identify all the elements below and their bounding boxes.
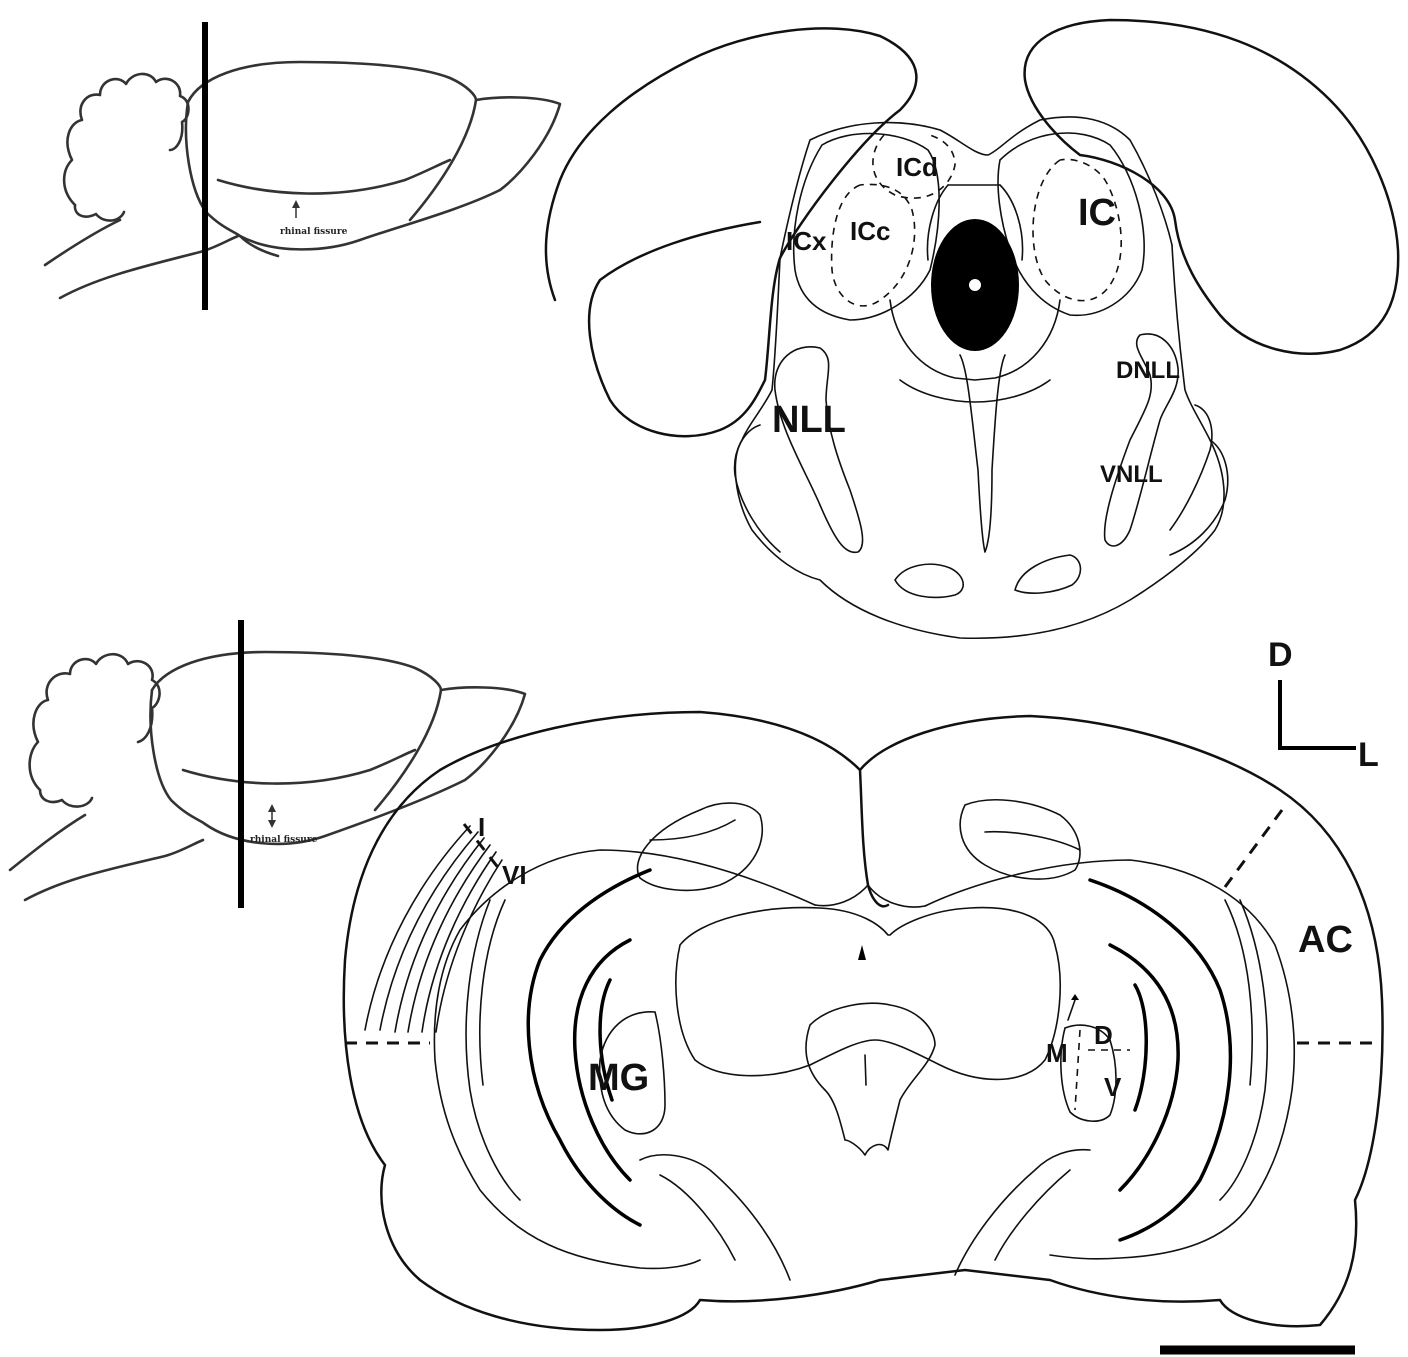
label-mg: MG <box>588 1057 649 1099</box>
orientation-dorsal-label: D <box>1268 636 1293 674</box>
sagittal-sketch-top: rhinal fissure <box>45 22 560 310</box>
coronal-section-auditory-cortex <box>344 712 1383 1330</box>
sagittal-sketch-bottom: rhinal fissure <box>10 620 525 908</box>
label-ic: IC <box>1078 192 1116 234</box>
label-mg-medial: M <box>1046 1038 1068 1068</box>
label-nll: NLL <box>772 399 846 441</box>
label-layer-vi: VI <box>502 860 527 890</box>
label-mg-dorsal: D <box>1094 1020 1113 1050</box>
label-dnll: DNLL <box>1116 357 1180 384</box>
rhinal-fissure-label-bottom: rhinal fissure <box>250 835 318 845</box>
orientation-lateral-label: L <box>1358 736 1379 774</box>
label-icd: ICd <box>896 152 938 182</box>
label-vnll: VNLL <box>1100 461 1163 488</box>
label-mg-ventral: V <box>1104 1072 1122 1102</box>
label-ac: AC <box>1298 919 1353 961</box>
label-layer-i: I <box>478 812 485 842</box>
label-icx: ICx <box>786 226 827 256</box>
coronal-section-inferior-colliculus <box>546 20 1398 638</box>
label-icc: ICc <box>850 216 890 246</box>
rhinal-fissure-label-top: rhinal fissure <box>280 227 348 237</box>
orientation-marker: D L <box>1268 636 1379 774</box>
